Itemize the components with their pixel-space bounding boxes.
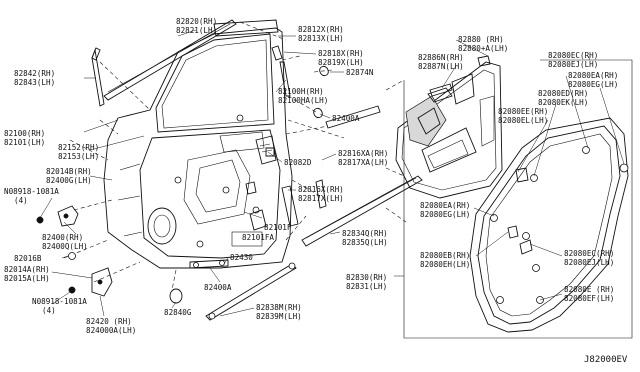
label-82400: 82400(RH)82400Q(LH) [42, 233, 88, 251]
label-82101f: 82101F [264, 223, 292, 232]
label-82101fa: 82101FA [242, 233, 274, 242]
label-82838m: 82838M(RH)82839M(LH) [256, 303, 302, 321]
label-82080ea-2: 82080EA(RH)82080EG(LH) [420, 201, 470, 219]
label-82014b: 82014B(RH)82400G(LH) [46, 167, 92, 185]
label-82430: 82430 [230, 253, 253, 262]
label-82880: 82880 (RH)82880+A(LH) [458, 35, 508, 53]
interior-trim-drawing [395, 55, 503, 199]
belt-moulding [301, 175, 423, 247]
door-panel-drawing [103, 27, 293, 269]
diagram-reference-code: J82000EV [584, 355, 628, 365]
window-channel-strips [91, 19, 381, 227]
label-82082d: 82082D [284, 158, 312, 167]
label-82816x: 82816X(RH)82817X(LH) [298, 185, 344, 203]
door-hardware [36, 147, 327, 321]
label-82420: 82420 (RH)824000A(LH) [86, 317, 136, 335]
label-82816xa: 82816XA(RH)82817XA(LH) [338, 149, 388, 167]
label-82152: 82152(RH)82153(LH) [58, 143, 99, 161]
label-82886n: 82886N(RH)82887N(LH) [418, 53, 464, 71]
label-82840g: 82840G [164, 308, 192, 317]
label-82080ee: 82080EE(RH)82080EL(LH) [498, 107, 548, 125]
label-82834q: 82834Q(RH)82835Q(LH) [342, 229, 388, 247]
label-82818x: 82818X(RH)82819X(LH) [318, 49, 364, 67]
label-82830: 82830(RH)82831(LH) [346, 273, 387, 291]
label-82014a: 82014A(RH)82015A(LH) [4, 265, 50, 283]
group-frame [403, 59, 633, 339]
label-82100h: 82100H(RH)82100HA(LH) [278, 87, 328, 105]
label-82400a: 82400A [332, 114, 360, 123]
label-82820: 82820(RH)82821(LH) [176, 17, 217, 35]
label-08918-a: N08918-1081A(4) [4, 187, 59, 205]
label-82100: 82100(RH)82101(LH) [4, 129, 45, 147]
leader-lines [39, 29, 625, 317]
label-82874n: 82874N [346, 68, 374, 77]
label-82812x: 82812X(RH)82813X(LH) [298, 25, 344, 43]
label-08918-b: N08918-1081A(4) [32, 297, 87, 315]
label-82016b: 82016B [14, 254, 42, 263]
label-82080ec: 82080EC(RH)82080EJ(LH) [548, 51, 598, 69]
label-82400a-2: 82400A [204, 283, 232, 292]
label-82080eb: 82080EB(RH)82080EH(LH) [420, 251, 470, 269]
label-82080ec-2: 82080EC(RH)82080EJ(LH) [564, 249, 614, 267]
label-82842: 82842(RH)82843(LH) [14, 69, 55, 87]
label-82080ef: 82080E (RH)82080EF(LH) [564, 285, 614, 303]
weatherstrip-drawing [469, 117, 629, 333]
part-labels: 82820(RH)82821(LH) 82812X(RH)82813X(LH) … [4, 17, 618, 335]
label-82080ed: 82080ED(RH)82080EK(LH) [538, 89, 588, 107]
label-82080ea-1: 82080EA(RH)82080EG(LH) [568, 71, 618, 89]
